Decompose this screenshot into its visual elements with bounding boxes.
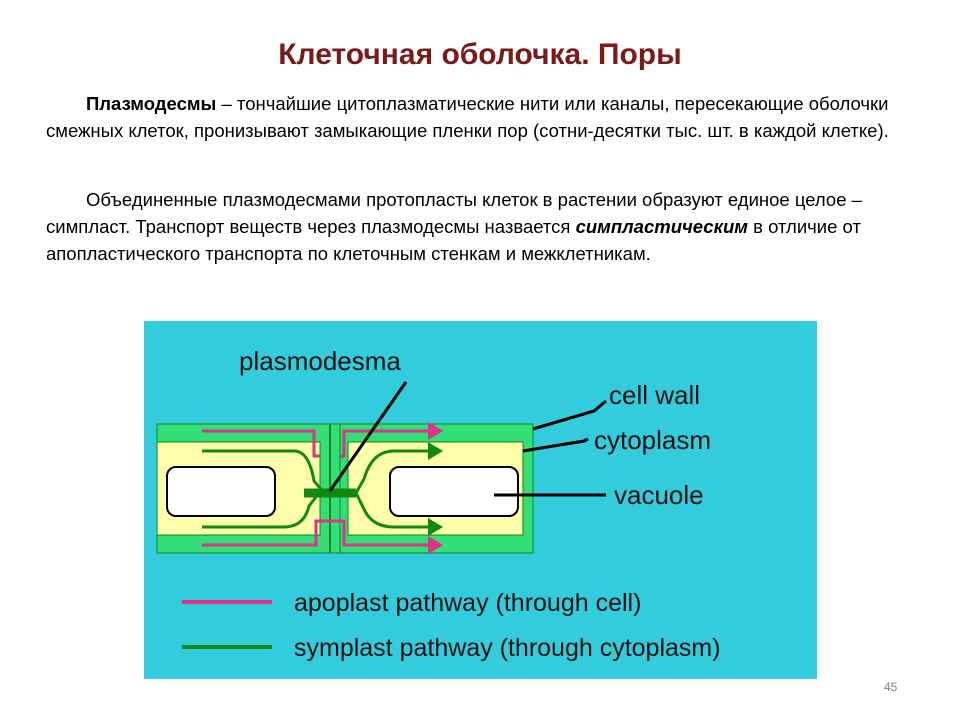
pointer-plasmodesma xyxy=(328,381,408,492)
page-number: 45 xyxy=(884,680,898,694)
symplast-path-top xyxy=(202,451,440,494)
term-symplastic: симпластическим xyxy=(575,216,748,237)
paragraph-symplast: Объединенные плазмодесмами протопласты к… xyxy=(46,186,926,267)
label-vacuole: vacuole xyxy=(614,480,704,510)
apoplast-path-top xyxy=(202,431,440,458)
legend-apoplast-label: apoplast pathway (through cell) xyxy=(294,589,641,617)
paragraph1-text: – тончайшие цитоплазматические нити или … xyxy=(46,93,889,141)
vacuole-right xyxy=(389,466,519,517)
label-cytoplasm: cytoplasm xyxy=(594,425,711,455)
pointer-cytoplasm xyxy=(522,437,589,453)
label-cell-wall: cell wall xyxy=(609,380,700,410)
paragraph2-text-after: в отличие от апопластического транспорта… xyxy=(46,216,861,264)
plasmodesma-diagram: plasmodesma cell wall cytoplasm vacuole … xyxy=(144,321,817,679)
term-plasmodesmata: Плазмодесмы xyxy=(86,93,217,114)
apoplast-path-bottom xyxy=(202,519,443,554)
vacuole-left xyxy=(166,466,276,517)
paragraph2-text-before: Объединенные плазмодесмами протопласты к… xyxy=(46,189,862,237)
paragraph-plasmodesmata: Плазмодесмы – тончайшие цитоплазматическ… xyxy=(46,90,926,144)
pointer-cell-wall xyxy=(532,399,607,431)
legend-symplast-label: symplast pathway (through cytoplasm) xyxy=(294,634,721,662)
symplast-path-bottom xyxy=(202,492,440,527)
label-plasmodesma: plasmodesma xyxy=(239,346,401,376)
slide-title: Клеточная оболочка. Поры xyxy=(278,38,682,71)
